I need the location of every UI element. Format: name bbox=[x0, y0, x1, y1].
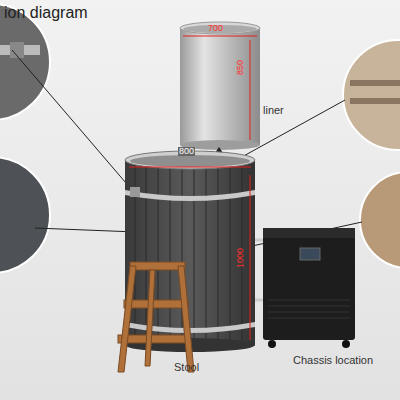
dimension-label: 800 bbox=[178, 147, 195, 156]
diagram-title: ion diagram bbox=[4, 5, 88, 21]
dimension-label: 700 bbox=[208, 24, 223, 33]
part-name: Stool bbox=[174, 362, 199, 373]
part-name: Chassis location bbox=[293, 355, 373, 366]
part-name: liner bbox=[263, 105, 284, 116]
dimension-label: 850 bbox=[236, 60, 245, 75]
dimension-label: 1000 bbox=[236, 248, 245, 268]
